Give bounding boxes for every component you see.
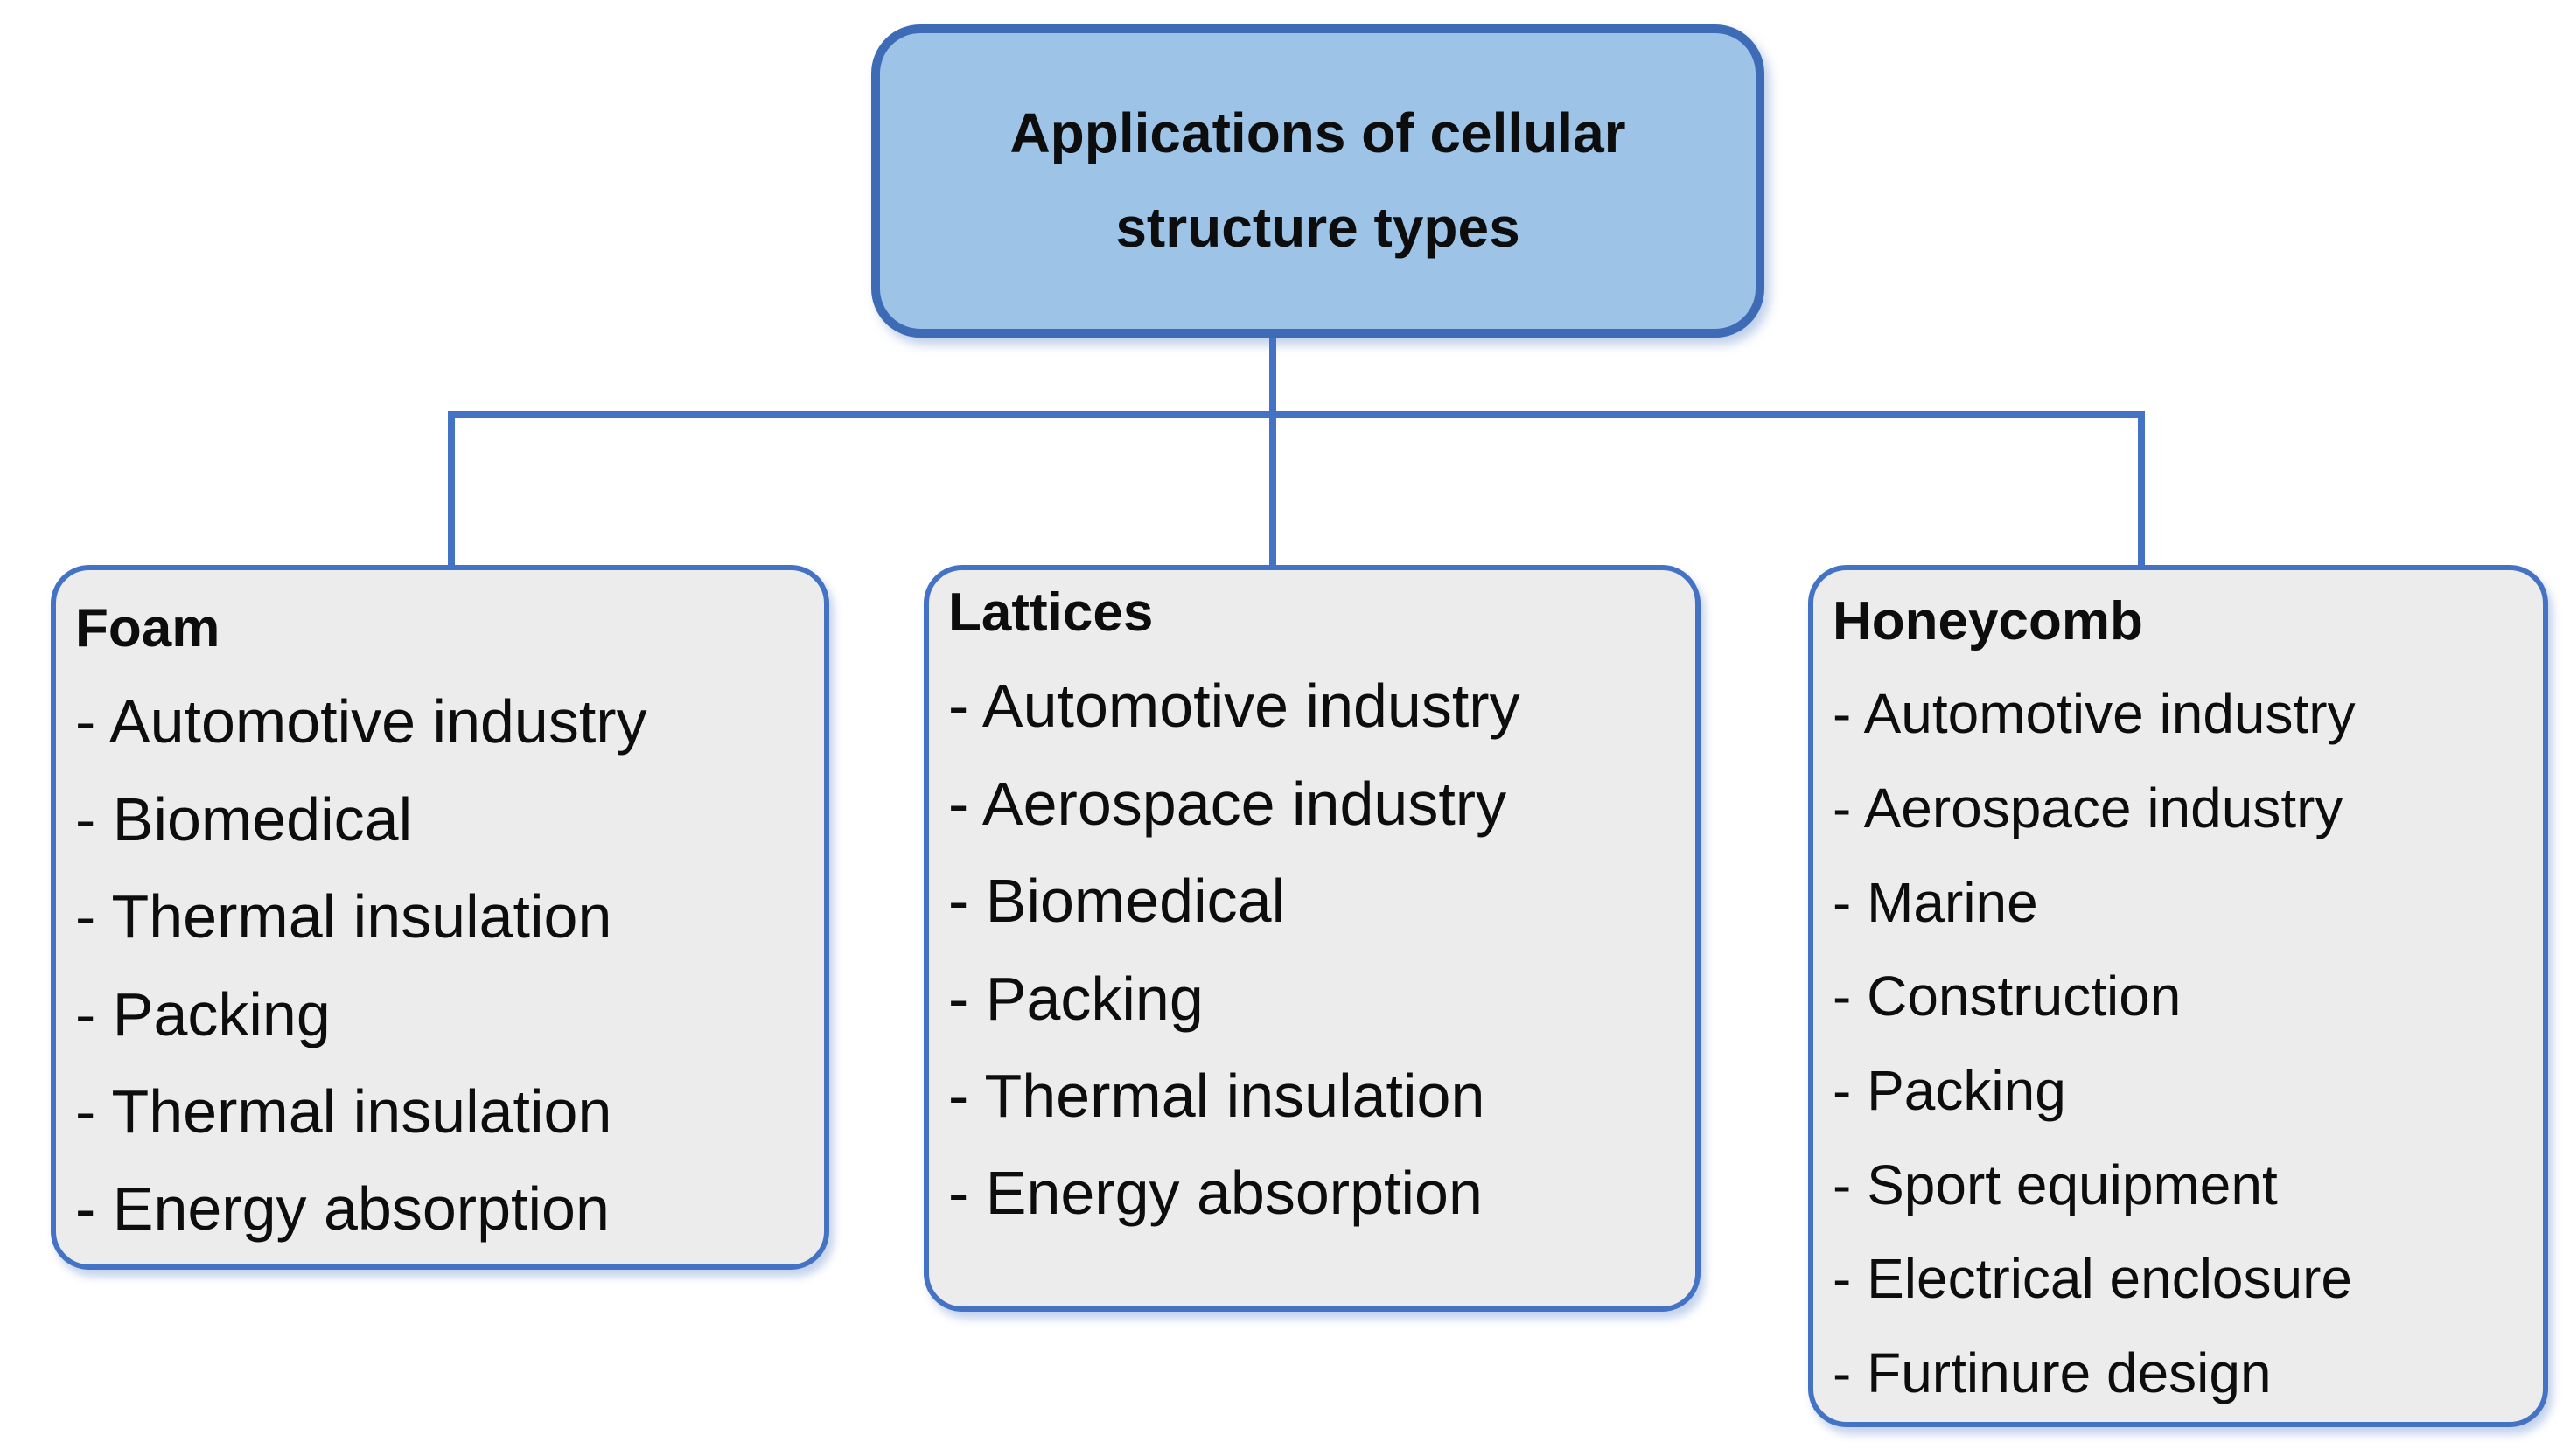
list-item: - Electrical enclosure: [1833, 1247, 2352, 1311]
list-item: - Packing: [948, 964, 1204, 1033]
list-item: - Furtinure design: [1833, 1341, 2272, 1405]
list-item: - Automotive industry: [1833, 682, 2356, 746]
list-item: - Packing: [75, 979, 331, 1048]
list-item: - Thermal insulation: [75, 882, 612, 951]
connector-horizontal-bar: [448, 411, 2145, 418]
list-item: - Thermal insulation: [75, 1077, 612, 1146]
node-lattices-items: - Automotive industry - Aerospace industr…: [948, 672, 1685, 1227]
node-foam-header: Foam: [75, 598, 220, 658]
connector-root-vertical: [1269, 338, 1276, 568]
list-item: - Marine: [1833, 870, 2038, 934]
list-item: - Thermal insulation: [948, 1062, 1485, 1130]
node-foam: Foam - Automotive industry- Biomedical- …: [51, 565, 829, 1270]
node-lattices: Lattices - Automotive industry - Aerospac…: [924, 565, 1701, 1312]
list-item: - Energy absorption: [948, 1159, 1483, 1228]
connector-left-vertical: [448, 411, 455, 568]
node-honeycomb-items: - Automotive industry - Aerospace industr…: [1833, 683, 2532, 1404]
list-item: - Biomedical: [75, 784, 413, 853]
connector-right-vertical: [2138, 411, 2145, 568]
node-honeycomb-header: Honeycomb: [1833, 591, 2143, 651]
node-lattices-header: Lattices: [948, 582, 1154, 643]
list-item: - Sport equipment: [1833, 1153, 2278, 1216]
list-item: - Energy absorption: [75, 1174, 610, 1244]
list-item: - Packing: [1833, 1059, 2066, 1123]
list-item: - Automotive industry: [948, 672, 1520, 741]
list-item: - Biomedical: [948, 867, 1286, 936]
diagram-title: Applications of cellular structure types: [1009, 101, 1626, 259]
list-item: - Construction: [1833, 965, 2182, 1028]
node-honeycomb: Honeycomb - Automotive industry - Aerospa…: [1808, 565, 2548, 1427]
node-foam-items: - Automotive industry - Biomedical - Therm…: [75, 687, 814, 1243]
list-item: - Automotive industry: [75, 687, 647, 756]
root-node: Applications of cellular structure types: [871, 24, 1764, 338]
list-item: - Aerospace industry: [948, 769, 1507, 838]
list-item: - Aerospace industry: [1833, 777, 2343, 840]
